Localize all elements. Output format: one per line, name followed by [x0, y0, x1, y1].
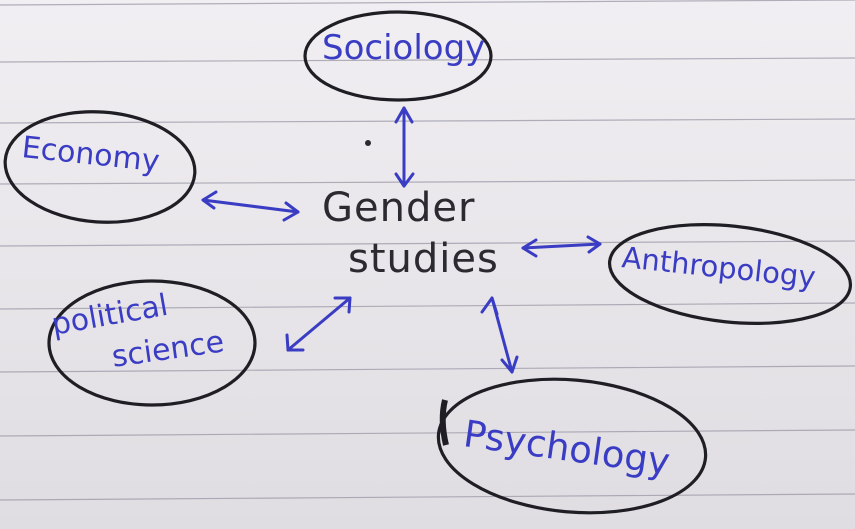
arrow-political-science: [285, 296, 352, 352]
rule-line: [0, 302, 855, 310]
rule-line: [0, 118, 855, 124]
node-sociology: Sociology: [322, 28, 485, 68]
center-topic: Gender: [322, 185, 475, 231]
arrow-economy: [201, 190, 300, 222]
arrow-sociology: [394, 106, 415, 188]
ink-mark: [439, 399, 449, 446]
ruled-lines: [0, 0, 855, 501]
center-line-1: Gender: [322, 185, 476, 231]
ink-dot: [365, 140, 371, 146]
rule-line: [0, 0, 855, 6]
rule-line: [0, 365, 855, 373]
arrow-psychology: [480, 296, 519, 374]
rule-line: [0, 493, 855, 501]
rule-line: [0, 57, 855, 63]
rule-line: [0, 429, 855, 437]
node-sociology-label: Sociology: [322, 28, 486, 68]
psychology-ellipse: [436, 377, 708, 515]
anthropology-ellipse: [607, 223, 853, 325]
rule-line: [0, 240, 855, 247]
political-science-ellipse: [47, 279, 257, 407]
rule-line: [0, 179, 855, 185]
center-topic-line-2: studies: [348, 236, 499, 282]
sociology-ellipse: [303, 10, 493, 102]
economy-ellipse: [3, 110, 197, 224]
center-line-2: studies: [348, 236, 499, 282]
arrow-anthropology: [521, 235, 602, 258]
